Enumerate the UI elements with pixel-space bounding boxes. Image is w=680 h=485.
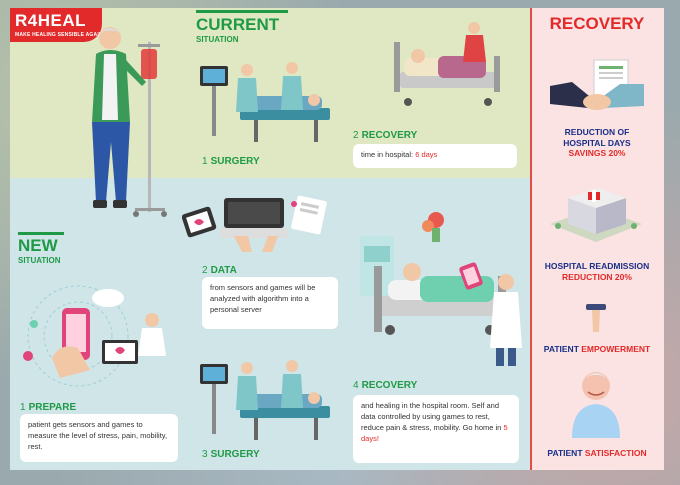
new-data-illustration — [182, 195, 327, 252]
new-recovery-bubble: and healing in the hospital room. Self a… — [353, 395, 519, 463]
step-label: DATA — [210, 265, 237, 276]
handshake-icon — [550, 59, 644, 110]
benefit-reduction: REDUCTION 20% — [562, 271, 632, 282]
step-number: 4 — [353, 380, 359, 391]
benefit-satisfaction: PATIENT SATISFACTION — [530, 448, 664, 459]
current-subtitle: SITUATION — [196, 35, 239, 44]
satisfied-patient-icon — [572, 372, 620, 438]
benefit-highlight: EMPOWERMENT — [581, 344, 651, 354]
patient-with-iv-illustration — [92, 27, 167, 217]
new-subtitle: SITUATION — [18, 256, 61, 265]
step-label: SURGERY — [210, 156, 260, 167]
new-recovery-illustration — [360, 212, 522, 366]
step-label: PREPARE — [28, 402, 77, 413]
new-data-bubble: from sensors and games will be analyzed … — [202, 277, 338, 329]
current-recovery-illustration — [394, 22, 500, 106]
recovery-title: RECOVERY — [549, 14, 645, 33]
step-number: 1 — [202, 156, 208, 167]
arm-empowerment-icon — [586, 304, 606, 332]
new-prepare-illustration — [23, 285, 166, 387]
benefit-text: PATIENT — [543, 344, 582, 354]
r4heal-logo: R4HEAL MAKE HEALING SENSIBLE AGAIN — [10, 8, 103, 42]
step-number: 1 — [20, 402, 26, 413]
hospital-building-icon — [550, 188, 642, 242]
new-title-bar — [18, 232, 64, 235]
benefit-savings: SAVINGS 20% — [568, 148, 626, 159]
infographic: R4HEAL MAKE HEALING SENSIBLE AGAIN CURRE… — [10, 8, 664, 470]
logo-title: R4HEAL — [15, 11, 87, 30]
bubble-highlight: 6 days — [415, 150, 438, 159]
bubble-text: time in hospital: — [361, 150, 416, 159]
step-number: 2 — [202, 265, 208, 276]
new-surgery-illustration — [200, 360, 330, 440]
benefit-line: HOSPITAL DAYS — [563, 137, 631, 148]
logo-subtitle: MAKE HEALING SENSIBLE AGAIN — [15, 32, 103, 38]
benefit-hospital-days: REDUCTION OF HOSPITAL DAYS SAVINGS 20% — [530, 127, 664, 159]
step-label: RECOVERY — [361, 130, 418, 141]
benefit-highlight: SATISFACTION — [584, 448, 647, 458]
benefit-line: HOSPITAL READMISSION — [544, 261, 650, 271]
step-label: RECOVERY — [361, 380, 418, 391]
step-label: SURGERY — [210, 449, 260, 460]
new-prepare-bubble: patient gets sensors and games to measur… — [20, 414, 178, 462]
new-title: NEW — [18, 236, 58, 255]
current-surgery-illustration — [200, 62, 330, 142]
benefit-empowerment: PATIENT EMPOWERMENT — [530, 344, 664, 355]
benefit-readmission: HOSPITAL READMISSION REDUCTION 20% — [530, 261, 664, 282]
benefit-line: REDUCTION OF — [564, 127, 630, 137]
current-title: CURRENT — [196, 15, 280, 34]
benefit-text: PATIENT — [547, 448, 585, 458]
current-title-bar — [196, 10, 288, 13]
step-number: 3 — [202, 449, 208, 460]
step-number: 2 — [353, 130, 359, 141]
bubble-highlight: 5 days! — [361, 422, 508, 443]
current-recovery-bubble: time in hospital: 6 days — [353, 144, 517, 168]
bubble-text: and healing in the hospital room. Self a… — [361, 401, 504, 432]
